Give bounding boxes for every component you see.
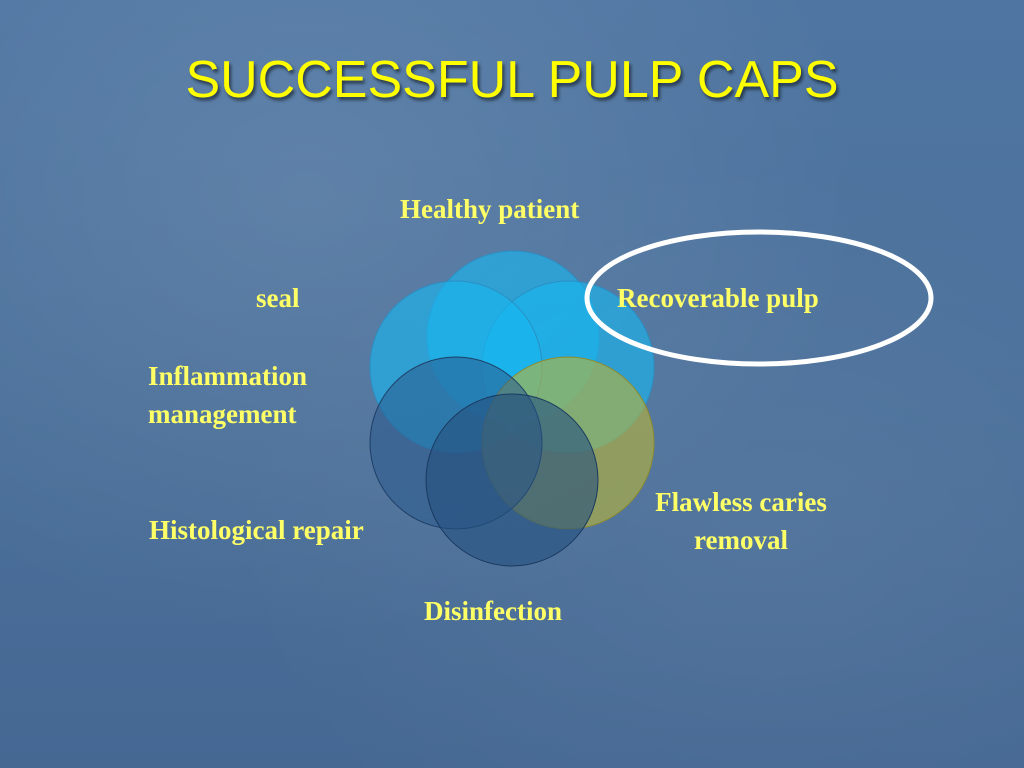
label-flawless-line2: removal (694, 525, 788, 555)
label-inflammation-line1: Inflammation (148, 361, 308, 391)
label-disinfection: Disinfection (424, 596, 562, 626)
label-recoverable-pulp: Recoverable pulp (617, 283, 819, 313)
label-flawless-line1: Flawless caries (655, 487, 827, 517)
circle-disinfection (425, 393, 599, 567)
label-flawless-caries-removal: Flawless caries removal (625, 483, 857, 559)
label-inflammation-management: Inflammation management (148, 357, 307, 433)
label-seal: seal (256, 283, 300, 313)
label-healthy-patient: Healthy patient (400, 194, 580, 224)
slide-title: SUCCESSFUL PULP CAPS (185, 51, 839, 109)
label-inflammation-line2: management (148, 399, 297, 429)
highlight-ring (584, 229, 934, 367)
label-histological-repair: Histological repair (149, 515, 364, 545)
